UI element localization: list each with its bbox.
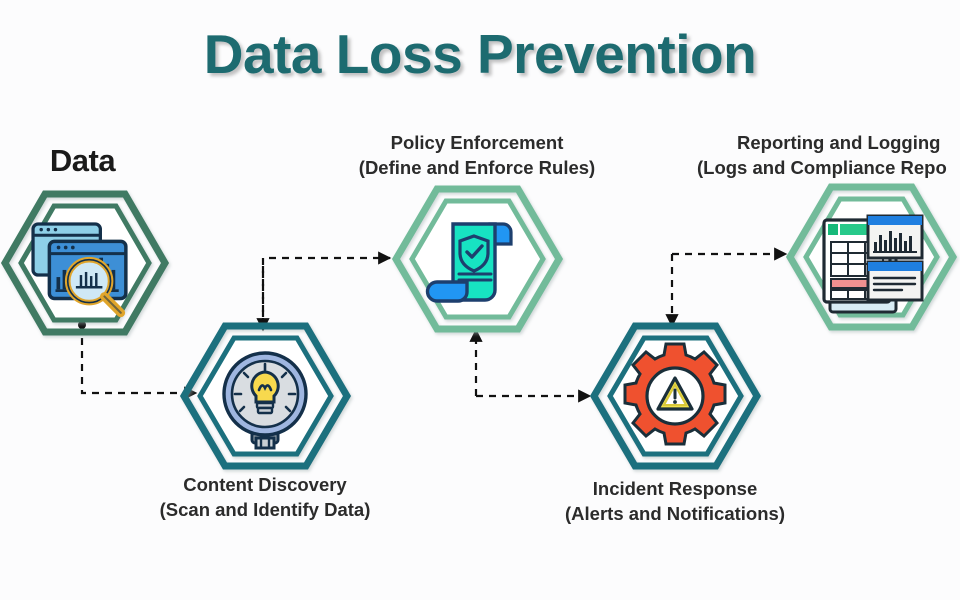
node-label-policy-enforcement: Policy Enforcement (Define and Enforce R…	[277, 130, 677, 180]
node-subtitle-policy-enforcement: (Define and Enforce Rules)	[358, 157, 596, 178]
page-title: Data Loss Prevention	[203, 23, 757, 85]
data-windows-chart-magnifier-icon	[31, 222, 128, 318]
scroll-shield-check-icon	[425, 222, 513, 303]
node-label-incident-response: Incident Response (Alerts and Notificati…	[475, 476, 875, 526]
connector-content-discovery-to-policy-enforcement	[256, 251, 392, 332]
node-title-incident-response: Incident Response	[592, 478, 758, 499]
node-title-policy-enforcement: Policy Enforcement	[390, 132, 564, 153]
node-title-reporting-logging: Reporting and Logging	[737, 132, 941, 153]
connector-incident-response-to-reporting-logging	[665, 247, 788, 328]
node-label-reporting-logging: Reporting and Logging (Logs and Complian…	[695, 130, 960, 180]
gear-warning-icon	[623, 342, 727, 446]
node-label-content-discovery: Content Discovery (Scan and Identify Dat…	[65, 472, 465, 522]
node-label-data: Data	[49, 143, 116, 178]
report-spreadsheet-chart-icon	[822, 214, 924, 314]
connector-policy-enforcement-to-incident-response	[469, 328, 592, 403]
lightbulb-gauge-icon	[222, 351, 308, 450]
node-subtitle-content-discovery: (Scan and Identify Data)	[159, 499, 371, 520]
node-subtitle-reporting-logging: (Logs and Compliance Repo	[697, 157, 947, 178]
connector-group	[78, 247, 788, 403]
connector-data-to-content-discovery	[78, 321, 198, 400]
node-subtitle-incident-response: (Alerts and Notifications)	[565, 503, 785, 524]
node-title-content-discovery: Content Discovery	[183, 474, 347, 495]
